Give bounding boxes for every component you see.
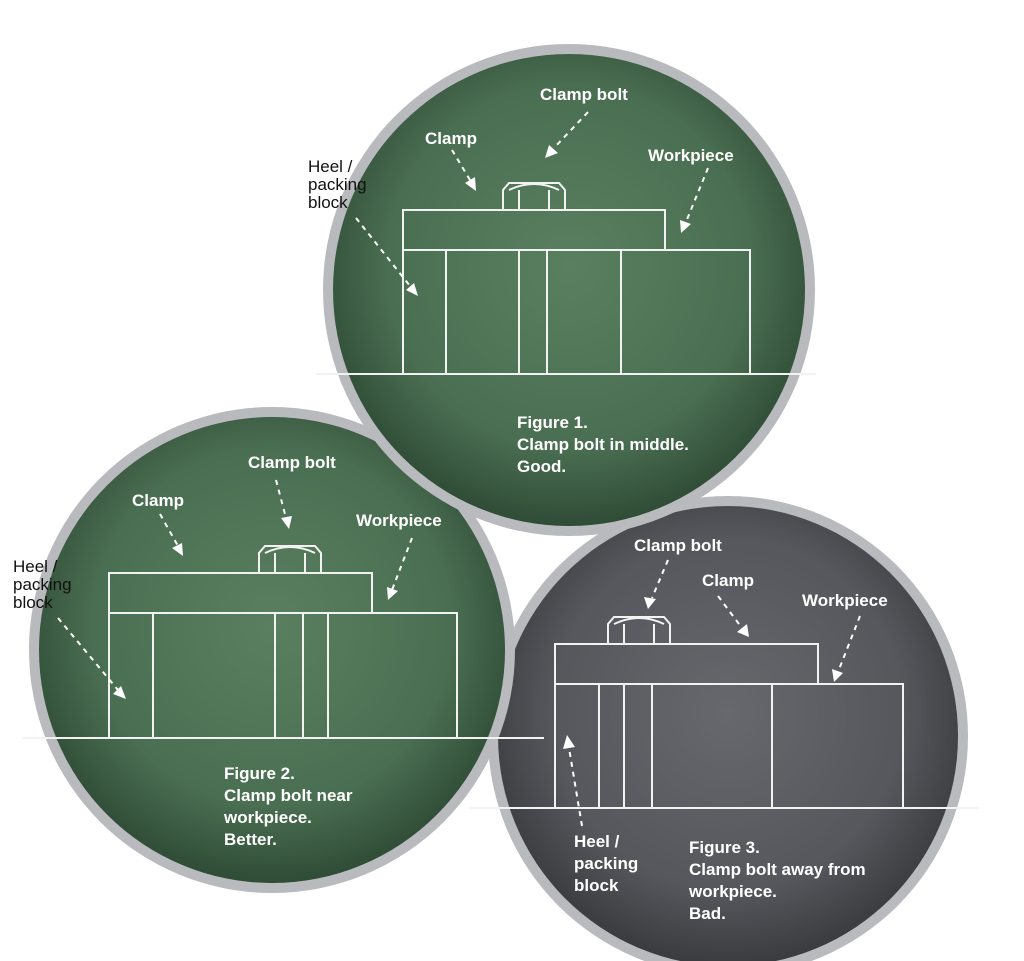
figure-1-heel-label: Heel / packing block	[308, 157, 371, 212]
figure-2-clamp-bolt-arrow	[275, 479, 287, 519]
figure-2-caption-line-3: workpiece.	[223, 808, 312, 827]
figure-2-heel-line-1: Heel /	[13, 557, 58, 576]
figure-1-clamp-arrowhead	[465, 177, 476, 191]
figure-3-middle-block	[598, 683, 773, 809]
figure-2-clamp-label: Clamp	[132, 491, 184, 510]
figure-2-caption: Figure 2. Clamp bolt near workpiece. Bet…	[223, 764, 357, 849]
figure-3-clamp-arrow	[717, 595, 743, 629]
figure-1-heel-arrow	[355, 217, 411, 287]
figure-2-clamp-bolt-arrowhead	[281, 516, 292, 529]
figure-2-caption-line-4: Better.	[224, 830, 277, 849]
figure-3-caption-line-4: Bad.	[689, 904, 726, 923]
figure-1-middle-block	[445, 249, 622, 375]
figure-2-caption-line-2: Clamp bolt near	[224, 786, 353, 805]
figure-3-heel-line-2: packing	[574, 854, 638, 873]
figure-2-heel-line-3: block	[13, 593, 53, 612]
figure-2-clamp-arrowhead	[172, 543, 183, 556]
figure-2: Clamp bolt Clamp Workpiece Heel / packin…	[13, 407, 544, 893]
figure-3-heel-line-1: Heel /	[574, 832, 620, 851]
figure-3-heel-arrow	[568, 747, 583, 827]
figure-1-workpiece-label: Workpiece	[648, 146, 734, 165]
figure-3: Clamp bolt Clamp Workpiece Heel / packin…	[470, 496, 978, 961]
figure-3-clamp-bolt-arrowhead	[644, 597, 656, 609]
figure-2-heel-arrowhead	[113, 686, 126, 699]
figure-3-workpiece-label: Workpiece	[802, 591, 888, 610]
figure-1-heel-arrowhead	[406, 283, 418, 296]
figure-3-caption-line-2: Clamp bolt away from	[689, 860, 866, 879]
figure-3-workpiece-arrow	[837, 615, 861, 673]
figure-1: Clamp bolt Clamp Workpiece Heel / packin…	[308, 44, 816, 536]
figure-1-heel-line-2: packing	[308, 175, 367, 194]
figure-1-caption-line-2: Clamp bolt in middle.	[517, 435, 689, 454]
figure-1-nut	[502, 182, 566, 210]
figure-3-heel-label: Heel / packing block	[574, 832, 643, 895]
figure-3-clamp-arrowhead	[737, 624, 749, 637]
figure-1-workpiece-arrowhead	[680, 220, 691, 233]
figure-3-clamp-bolt-label: Clamp bolt	[634, 536, 722, 555]
figure-3-caption-line-1: Figure 3.	[689, 838, 760, 857]
figure-3-clamp-label: Clamp	[702, 571, 754, 590]
figure-2-nut	[258, 545, 322, 573]
figure-3-clamp-bolt-arrow	[651, 559, 669, 599]
figure-1-clamp-bolt-label: Clamp bolt	[540, 85, 628, 104]
figure-1-heel-line-1: Heel /	[308, 157, 353, 176]
figure-3-workpiece-arrowhead	[832, 669, 843, 682]
figure-1-heel-line-3: block	[308, 193, 348, 212]
figure-2-clamp-bolt-label: Clamp bolt	[248, 453, 336, 472]
figure-2-middle-block	[152, 612, 329, 739]
figure-3-heel-arrowhead	[563, 735, 575, 749]
figure-3-heel-line-3: block	[574, 876, 619, 895]
figure-2-caption-line-1: Figure 2.	[224, 764, 295, 783]
figure-3-disc	[498, 506, 958, 961]
figure-2-heel-line-2: packing	[13, 575, 72, 594]
figure-1-clamp-bolt-arrowhead	[545, 145, 558, 158]
figure-1-caption: Figure 1. Clamp bolt in middle. Good.	[517, 413, 694, 476]
figure-1-disc	[333, 54, 805, 526]
figure-2-workpiece-arrowhead	[387, 587, 398, 600]
figure-2-disc	[39, 417, 505, 883]
figure-2-clamp-arrow	[159, 513, 179, 547]
figure-1-clamp-label: Clamp	[425, 129, 477, 148]
figure-1-caption-line-3: Good.	[517, 457, 566, 476]
figure-1-clamp-bolt-arrow	[553, 111, 589, 149]
figure-3-caption: Figure 3. Clamp bolt away from workpiece…	[688, 838, 870, 923]
figure-2-heel-label: Heel / packing block	[13, 557, 76, 612]
figure-3-nut	[607, 616, 671, 644]
figure-2-workpiece-label: Workpiece	[356, 511, 442, 530]
figure-3-caption-line-3: workpiece.	[688, 882, 777, 901]
figure-1-caption-line-1: Figure 1.	[517, 413, 588, 432]
